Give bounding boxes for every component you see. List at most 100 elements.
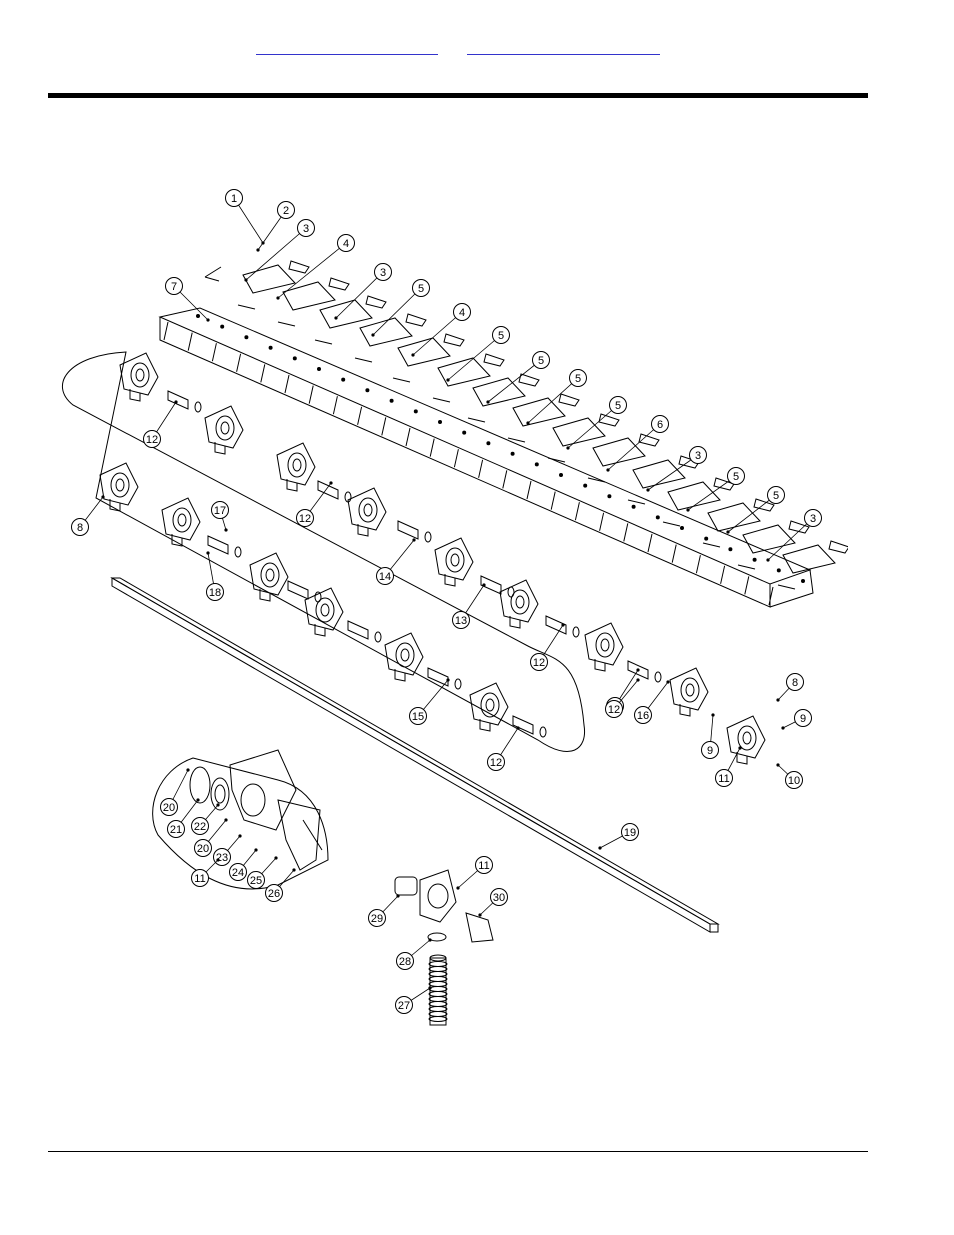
callout-number: 3: [380, 267, 386, 279]
callout-33: 9: [781, 709, 812, 730]
callout-24: 13: [452, 583, 486, 629]
callout-42: 24: [229, 848, 258, 881]
callout-number: 26: [268, 888, 280, 900]
callout-47: 29: [368, 894, 400, 927]
header-rule: [48, 93, 868, 98]
callout-number: 11: [718, 773, 729, 785]
callout-49: 28: [396, 938, 432, 970]
callout-7: 4: [411, 303, 471, 357]
callout-36: 19: [598, 823, 639, 850]
callout-30: 16: [634, 680, 670, 724]
callout-35: 10: [776, 763, 803, 789]
callout-44: 25: [247, 856, 278, 889]
header-link-1[interactable]: [256, 40, 438, 55]
callout-number: 11: [194, 873, 205, 885]
callout-number: 9: [707, 745, 713, 757]
callout-number: 5: [733, 471, 739, 483]
callout-50: 27: [395, 986, 432, 1014]
callout-number: 18: [209, 587, 221, 599]
callout-31: 9: [701, 713, 719, 759]
callout-12: 6: [606, 415, 669, 472]
callout-number: 20: [197, 843, 209, 855]
callout-17: 7: [165, 277, 210, 322]
callout-number: 23: [216, 852, 228, 864]
callout-number: 5: [615, 400, 621, 412]
callout-number: 5: [418, 283, 424, 295]
callout-number: 5: [575, 373, 581, 385]
callout-number: 15: [412, 711, 424, 723]
trough-guard: [158, 307, 814, 608]
header-link-2[interactable]: [467, 40, 660, 55]
callout-number: 3: [695, 450, 701, 462]
callout-number: 17: [214, 505, 226, 517]
callout-number: 9: [800, 713, 806, 725]
callout-6: 5: [371, 279, 430, 337]
callout-number: 12: [608, 704, 620, 716]
callout-number: 30: [493, 892, 505, 904]
callout-38: 21: [167, 798, 200, 838]
callout-48: 30: [478, 888, 508, 917]
callout-number: 28: [399, 956, 411, 968]
callout-number: 4: [343, 238, 349, 250]
callout-number: 12: [146, 434, 158, 446]
callout-5: 3: [334, 263, 392, 320]
callout-number: 22: [194, 821, 206, 833]
drive-shafts: [167, 390, 662, 738]
callout-number: 2: [283, 205, 289, 217]
callout-13: 3: [646, 446, 707, 492]
callout-layer: 1234354555563553712128171814131212151212…: [71, 189, 822, 1014]
callout-number: 8: [77, 522, 83, 534]
callout-21: 17: [211, 501, 229, 532]
callout-number: 6: [657, 419, 663, 431]
callout-9: 5: [486, 351, 550, 404]
callout-15: 5: [726, 486, 785, 534]
callout-number: 19: [624, 827, 636, 839]
callout-number: 13: [455, 615, 467, 627]
callout-40: 20: [194, 818, 228, 857]
callout-2: 2: [256, 201, 295, 252]
callout-number: 24: [232, 867, 244, 879]
callout-32: 8: [776, 673, 804, 702]
callout-number: 7: [171, 281, 177, 293]
callout-number: 3: [303, 223, 309, 235]
detail-outline: [152, 757, 329, 890]
callout-number: 21: [170, 824, 182, 836]
callout-22: 18: [206, 551, 224, 601]
callout-number: 27: [398, 1000, 410, 1012]
callout-20: 8: [71, 495, 105, 536]
callout-23: 14: [376, 538, 416, 585]
callout-19: 12: [296, 481, 333, 527]
callout-46: 11: [456, 856, 493, 890]
callout-39: 22: [191, 803, 220, 835]
callout-11: 5: [566, 396, 627, 450]
footer-rule: [48, 1151, 868, 1152]
callout-27: 15: [409, 678, 450, 725]
callout-number: 5: [538, 355, 544, 367]
callout-29: 12: [605, 678, 640, 718]
callout-10: 5: [526, 369, 587, 425]
knife-panels: [204, 260, 848, 590]
callout-43: 11: [191, 858, 220, 887]
callout-number: 12: [533, 657, 545, 669]
callout-37: 20: [160, 768, 190, 816]
callout-number: 5: [498, 330, 504, 342]
callout-1: 1: [225, 189, 265, 245]
callout-14: 5: [686, 467, 745, 512]
callout-number: 11: [478, 860, 489, 872]
callout-28: 12: [487, 726, 520, 771]
callout-number: 4: [459, 307, 465, 319]
callout-number: 25: [250, 875, 262, 887]
row-unit-detail: [394, 869, 494, 1026]
callout-number: 5: [773, 490, 779, 502]
callout-number: 1: [231, 193, 237, 205]
gearbox-detail: [189, 749, 323, 871]
gearbox-units: [99, 352, 766, 765]
assembly-loop-outline: [62, 351, 586, 752]
callout-16: 3: [766, 509, 822, 562]
callout-number: 16: [637, 710, 649, 722]
callout-number: 29: [371, 913, 383, 925]
callout-number: 8: [792, 677, 798, 689]
callout-8: 5: [446, 326, 510, 382]
exploded-parts-diagram: 1234354555563553712128171814131212151212…: [62, 189, 848, 1026]
callout-18: 12: [143, 400, 178, 448]
